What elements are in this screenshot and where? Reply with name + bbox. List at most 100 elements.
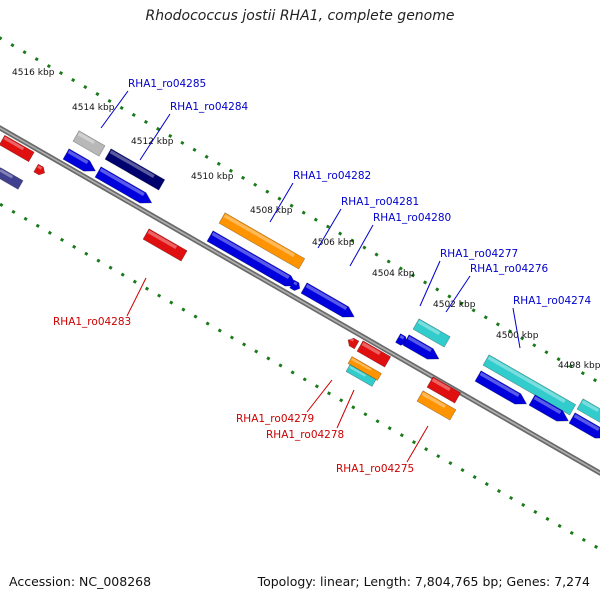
gene-cyan-edge bbox=[576, 398, 600, 425]
leader-line-top bbox=[269, 182, 294, 223]
gene-orange-ro04282 bbox=[218, 212, 306, 270]
gene-grey-ro04285 bbox=[72, 130, 106, 157]
gene-blue-2-shape bbox=[94, 166, 153, 204]
gene-orange-ro04278-shape bbox=[347, 356, 382, 381]
gene-cyan-edge-shape bbox=[576, 398, 600, 425]
kbp-tick-label: 4504 kbp bbox=[372, 269, 415, 279]
kbp-tick-label: 4508 kbp bbox=[250, 206, 293, 216]
gene-red-small-top-shape bbox=[33, 163, 46, 176]
gene-blue-small-ro04276-shine bbox=[399, 335, 405, 340]
scale-track-lower bbox=[0, 202, 600, 551]
gene-navy-ro04284 bbox=[104, 148, 166, 191]
gene-label-top: RHA1_ro04282 bbox=[293, 170, 371, 182]
gene-blue-3 bbox=[300, 282, 355, 318]
gene-blue-2-shine bbox=[99, 168, 145, 197]
leader-line-bottom bbox=[406, 425, 429, 463]
gene-orange-ro04275b bbox=[416, 390, 457, 421]
gene-cyan-ro04277 bbox=[412, 318, 451, 348]
gene-orange-ro04275b-shape bbox=[416, 390, 457, 421]
gene-red-ro04275 bbox=[426, 376, 462, 404]
gene-red-ro04275-shine bbox=[431, 378, 451, 392]
gene-blue-ro04281 bbox=[206, 230, 298, 287]
gene-cyan-ro04274-shine bbox=[487, 356, 566, 403]
gene-blue-4-shape bbox=[402, 334, 440, 360]
gene-orange-ro04282-shine bbox=[223, 214, 295, 257]
kbp-tick-label: 4510 kbp bbox=[191, 172, 234, 182]
kbp-tick-label: 4498 kbp bbox=[558, 361, 600, 371]
leader-line-top bbox=[139, 113, 171, 161]
gene-cyan-ro04277-shine bbox=[417, 320, 441, 336]
gene-blue-7 bbox=[568, 412, 600, 439]
gene-red-ro04283 bbox=[142, 228, 188, 262]
gene-label-bottom: RHA1_ro04278 bbox=[266, 429, 344, 441]
gene-red-small-ro04279-shape bbox=[347, 337, 360, 350]
gene-blue-6 bbox=[528, 394, 569, 422]
kbp-tick-label: 4500 kbp bbox=[496, 331, 539, 341]
gene-orange-ro04278-shine bbox=[351, 357, 372, 371]
gene-red-ro04279b-shape bbox=[356, 340, 392, 368]
gene-label-top: RHA1_ro04281 bbox=[341, 196, 419, 208]
gene-grey-ro04285-shine bbox=[77, 132, 95, 145]
gene-blue-6-shape bbox=[528, 394, 569, 422]
leader-line-bottom bbox=[336, 389, 355, 429]
genome-summary-text: Topology: linear; Length: 7,804,765 bp; … bbox=[257, 574, 590, 589]
gene-cyan-ro04277-shape bbox=[412, 318, 451, 348]
gene-blue-small-ro04280 bbox=[289, 279, 301, 291]
gene-label-top: RHA1_ro04285 bbox=[128, 78, 206, 90]
kbp-tick-label: 4502 kbp bbox=[433, 300, 476, 310]
gene-blue-7-shape bbox=[568, 412, 600, 439]
gene-red-small-ro04279-shine bbox=[349, 337, 355, 342]
gene-blue-1-shine bbox=[67, 150, 89, 165]
gene-blue-small-ro04280-shine bbox=[293, 281, 298, 286]
gene-red-ro04279b-shine bbox=[361, 342, 381, 356]
gene-orange-ro04275b-shine bbox=[421, 392, 446, 409]
gene-cyan-edge-shine bbox=[581, 400, 599, 413]
gene-cyan-ro04274 bbox=[482, 354, 577, 416]
gene-label-top: RHA1_ro04277 bbox=[440, 248, 518, 260]
gene-label-top: RHA1_ro04274 bbox=[513, 295, 592, 307]
gene-red-ro04275-shape bbox=[426, 376, 462, 404]
kbp-tick-label: 4506 kbp bbox=[312, 238, 355, 248]
gene-navy-ro04284-shape bbox=[104, 148, 166, 191]
gene-red-ro04283-shine bbox=[147, 230, 178, 250]
gene-label-top: RHA1_ro04284 bbox=[170, 101, 249, 113]
kbp-tick-label: 4514 kbp bbox=[72, 103, 115, 113]
gene-blue-ro04281-shape bbox=[206, 230, 298, 287]
gene-cyan-ro04278b bbox=[345, 364, 377, 387]
gene-blue-3-shape bbox=[300, 282, 355, 318]
gene-blue-ro04281-shine bbox=[211, 232, 290, 279]
gene-blue-5 bbox=[474, 370, 528, 405]
gene-blue-6-shine bbox=[533, 396, 562, 415]
accession-text: Accession: NC_008268 bbox=[9, 574, 152, 589]
leader-line-bottom bbox=[126, 277, 147, 317]
gene-navy-edge-shape bbox=[0, 167, 24, 190]
leader-line-top bbox=[349, 224, 374, 267]
gene-orange-ro04282-shape bbox=[218, 212, 306, 270]
gene-red-ro04283-shape bbox=[142, 228, 188, 262]
gene-red-small-top-shine bbox=[37, 165, 43, 170]
gene-cyan-ro04278b-shine bbox=[349, 365, 366, 377]
kbp-tick-label: 4512 kbp bbox=[131, 137, 174, 147]
gene-label-bottom: RHA1_ro04279 bbox=[236, 413, 314, 425]
gene-label-bottom: RHA1_ro04283 bbox=[53, 316, 131, 328]
genome-backbone-highlight bbox=[0, 127, 600, 474]
gene-red-edge-top bbox=[0, 134, 35, 163]
gene-blue-3-shine bbox=[305, 284, 348, 311]
gene-blue-5-shape bbox=[474, 370, 528, 405]
gene-red-small-ro04279 bbox=[347, 337, 360, 350]
gene-red-edge-top-shine bbox=[3, 136, 25, 151]
gene-label-bottom: RHA1_ro04275 bbox=[336, 463, 414, 475]
gene-grey-ro04285-shape bbox=[72, 130, 106, 157]
leader-line-top bbox=[317, 208, 342, 249]
gene-label-top: RHA1_ro04276 bbox=[470, 263, 549, 275]
gene-blue-1 bbox=[62, 148, 96, 172]
gene-blue-7-shine bbox=[573, 414, 600, 432]
gene-blue-small-ro04280-shape bbox=[289, 279, 301, 291]
gene-cyan-ro04278b-shape bbox=[345, 364, 377, 387]
gene-label-top: RHA1_ro04280 bbox=[373, 212, 451, 224]
gene-blue-1-shape bbox=[62, 148, 96, 172]
gene-red-ro04279b bbox=[356, 340, 392, 368]
gene-navy-ro04284-shine bbox=[109, 150, 155, 179]
